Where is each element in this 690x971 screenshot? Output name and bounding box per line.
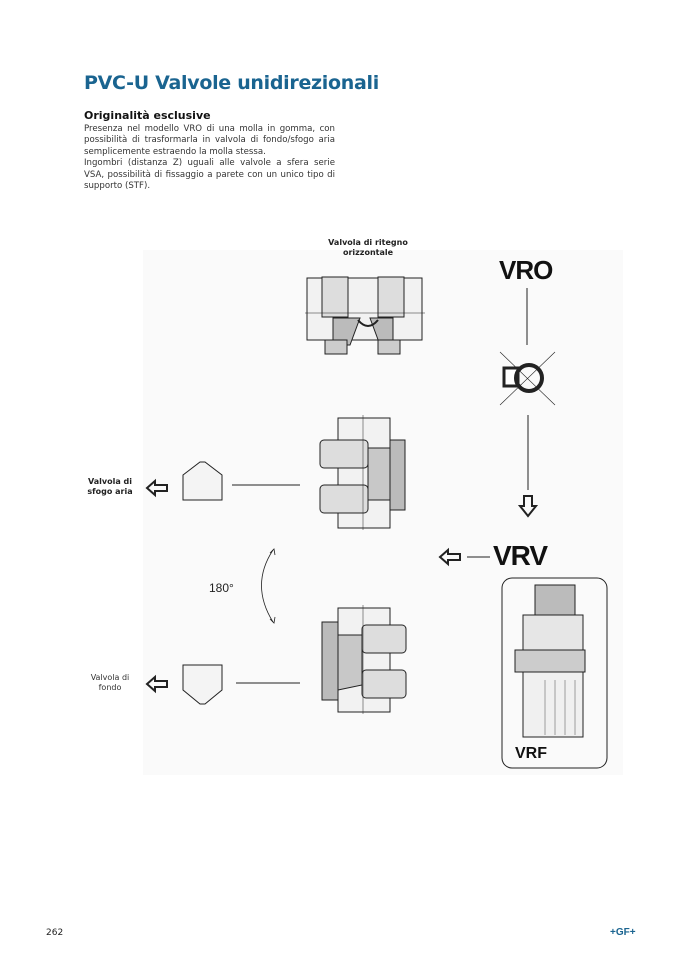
gf-logo: +GF+ — [610, 927, 636, 938]
foot-cap-drawing — [182, 664, 223, 705]
vent-cap-drawing — [182, 461, 223, 501]
model-vrv: VRV — [493, 540, 548, 571]
arrow-left-icon — [145, 478, 168, 498]
model-vrf: VRF — [515, 745, 547, 762]
label-horizontal-check-valve: Valvola di ritegno orizzontale — [328, 238, 408, 257]
section-heading: Originalità esclusive — [84, 109, 211, 122]
arrow-left-icon — [438, 547, 461, 567]
section-body: Presenza nel modello VRO di una molla in… — [84, 124, 335, 192]
vrf-box — [501, 577, 608, 769]
rotation-label: 180° — [209, 581, 234, 595]
model-vro: VRO — [499, 255, 553, 285]
label-foot-valve: Valvola di fondo — [90, 673, 130, 692]
paragraph: Presenza nel modello VRO di una molla in… — [84, 124, 335, 157]
arrow-down-icon — [517, 495, 539, 518]
page-title: PVC-U Valvole unidirezionali — [84, 72, 379, 94]
foot-valve-drawing — [321, 605, 407, 714]
removed-spring-icon — [499, 351, 556, 406]
arrow-left-icon — [145, 674, 168, 694]
paragraph: Ingombri (distanza Z) uguali alle valvol… — [84, 158, 335, 192]
label-vent-valve: Valvola di sfogo aria — [87, 477, 133, 496]
vrf-valve-drawing — [514, 584, 586, 738]
horizontal-check-valve-drawing — [305, 276, 425, 355]
vent-valve-drawing — [319, 415, 406, 530]
page-number: 262 — [46, 928, 64, 938]
rotation-arc-icon — [261, 549, 274, 623]
